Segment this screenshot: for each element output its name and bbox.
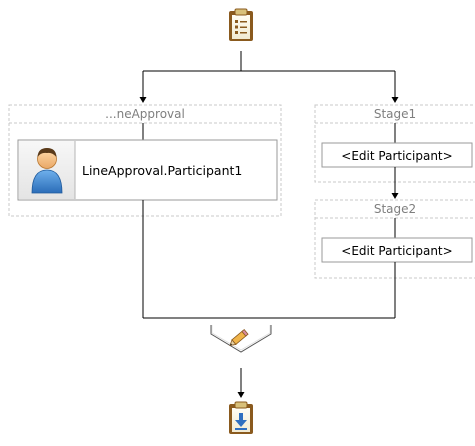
- arrow-to-end: [237, 392, 245, 398]
- arrow-to-stage2: [391, 193, 399, 199]
- participant-lineapproval-participant1[interactable]: LineApproval.Participant1: [17, 139, 278, 201]
- clipboard-download-icon: [235, 413, 247, 430]
- edit-participant-stage1-button[interactable]: <Edit Participant>: [321, 142, 473, 168]
- clipboard-list-icon: [235, 20, 247, 34]
- stage-stage1[interactable]: Stage1: [314, 104, 475, 183]
- arrow-to-branch-1: [139, 97, 147, 103]
- stage-title-stage2: Stage2: [374, 202, 416, 216]
- stage-stage2[interactable]: Stage2: [314, 199, 475, 279]
- user-icon: [31, 148, 63, 194]
- edit-participant-label: <Edit Participant>: [341, 244, 452, 258]
- stage-lineapproval[interactable]: ...neApproval: [8, 104, 282, 217]
- end-task-icon[interactable]: [229, 401, 253, 434]
- stage-title-lineapproval: ...neApproval: [105, 107, 185, 121]
- arrow-to-stage1: [391, 97, 399, 103]
- edit-participant-stage2-button[interactable]: <Edit Participant>: [321, 237, 473, 263]
- split-connectors: [142, 51, 396, 98]
- stage-title-stage1: Stage1: [374, 107, 416, 121]
- start-task-icon[interactable]: [229, 8, 253, 41]
- edit-participant-label: <Edit Participant>: [341, 149, 452, 163]
- join-node[interactable]: [210, 325, 272, 353]
- pencil-icon: [229, 328, 249, 346]
- participant-label: LineApproval.Participant1: [82, 163, 242, 178]
